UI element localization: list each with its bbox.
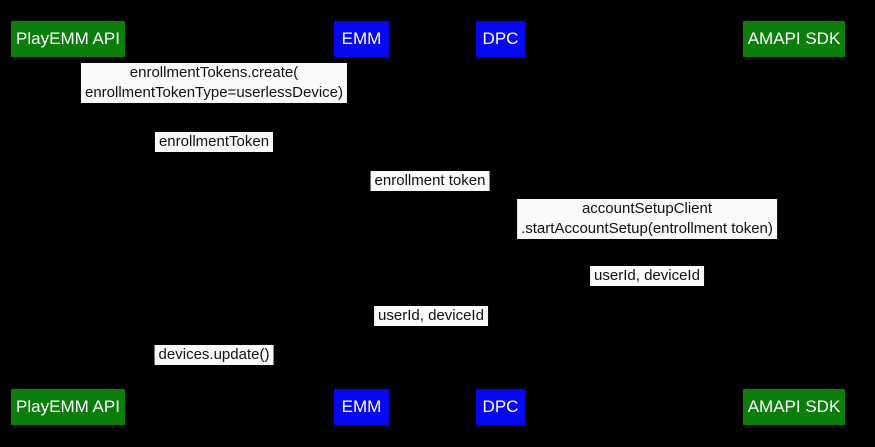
actor-amapi-sdk-top: AMAPI SDK	[743, 21, 845, 57]
actor-emm-top: EMM	[334, 21, 389, 57]
actor-dpc-bottom: DPC	[476, 389, 525, 425]
message-start-account-setup: accountSetupClient .startAccountSetup(en…	[517, 199, 777, 239]
actor-dpc-top: DPC	[476, 21, 525, 57]
message-enrollment-token-to-dpc: enrollment token	[370, 171, 490, 191]
message-line: devices.update()	[158, 346, 270, 363]
message-line: enrollment token	[374, 172, 486, 189]
message-devices-update: devices.update()	[154, 345, 274, 365]
message-userid-deviceid-from-sdk: userId, deviceId	[590, 266, 704, 286]
message-line: enrollmentToken	[158, 133, 270, 150]
actor-emm-bottom: EMM	[334, 389, 389, 425]
actor-playemm-api-top: PlayEMM API	[11, 21, 125, 57]
message-line: userId, deviceId	[378, 307, 484, 324]
actor-playemm-api-bottom: PlayEMM API	[11, 389, 125, 425]
message-line: accountSetupClient	[581, 200, 713, 217]
actor-amapi-sdk-bottom: AMAPI SDK	[743, 389, 845, 425]
message-userid-deviceid-to-emm: userId, deviceId	[374, 306, 488, 326]
message-line: enrollmentTokenType=userlessDevice)	[84, 84, 344, 101]
lifeline-playemm-api	[68, 57, 69, 389]
message-enrollment-token-response: enrollmentToken	[154, 132, 274, 152]
lifeline-dpc	[500, 57, 501, 389]
lifeline-amapi-sdk	[793, 57, 794, 389]
message-line: enrollmentTokens.create(	[129, 64, 299, 81]
message-line: userId, deviceId	[594, 267, 700, 284]
message-enrollment-tokens-create: enrollmentTokens.create( enrollmentToken…	[80, 63, 348, 103]
message-line: .startAccountSetup(entrollment token)	[521, 220, 773, 237]
lifeline-emm	[361, 57, 362, 389]
